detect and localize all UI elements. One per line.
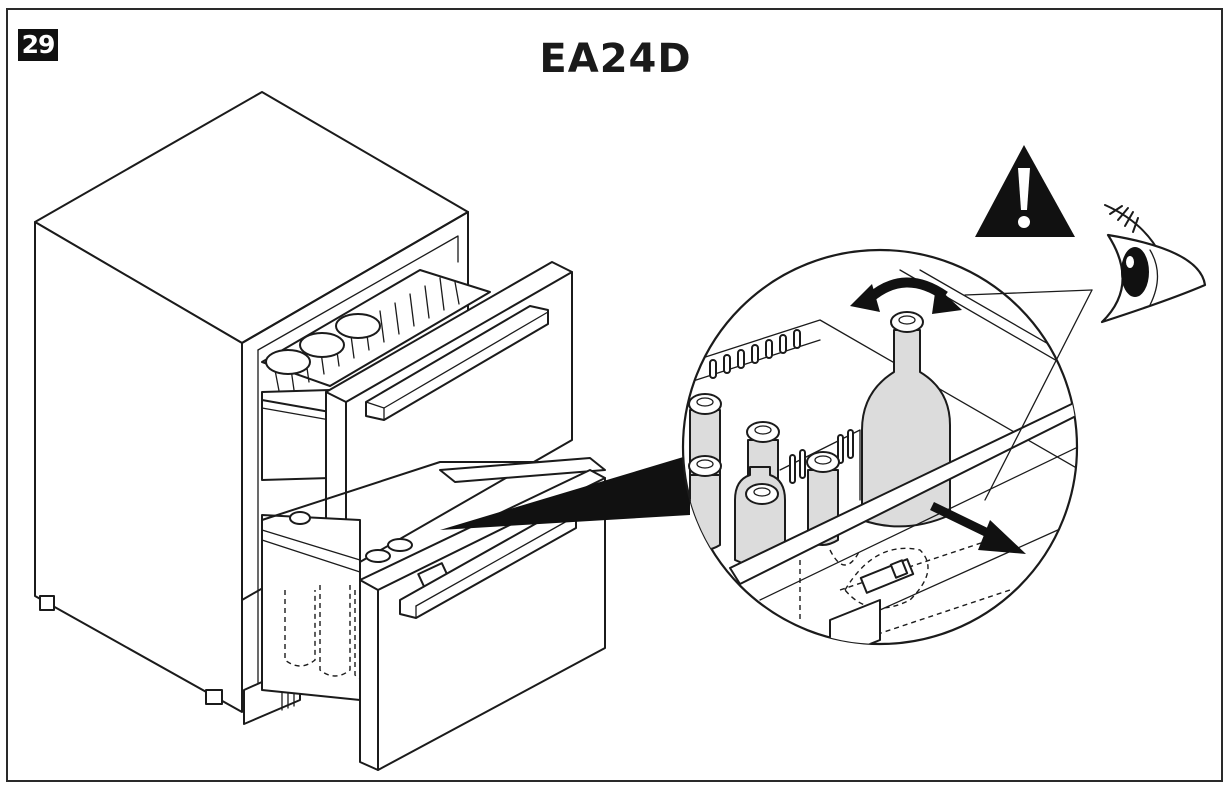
shelf-latch: [844, 547, 929, 609]
lower-bottle-top: [365, 549, 391, 563]
shelf-front-rail: [729, 399, 1077, 585]
warning-triangle-icon: [975, 145, 1075, 237]
upper-drawer-handle: [365, 305, 549, 421]
upper-bottles: [265, 313, 381, 375]
cabinet-side: [34, 221, 243, 713]
upper-drawer: [261, 261, 573, 571]
eye-icon: [1100, 204, 1207, 324]
lower-drawer-top-trim: [439, 457, 606, 483]
sight-line: [964, 289, 1093, 296]
basket-slots: [709, 329, 801, 379]
pull-arrow-icon: [930, 501, 1026, 554]
cabinet-foot: [205, 689, 223, 705]
lower-drawer: [261, 457, 606, 771]
step-number-badge: 29: [18, 29, 58, 61]
cabinet-foot: [39, 595, 55, 611]
lower-bottle-top: [387, 538, 413, 552]
upper-drawer-side: [261, 389, 331, 481]
rotate-arrow-icon: [850, 277, 962, 314]
detail-magnifier: [681, 248, 1093, 646]
sight-line: [984, 289, 1093, 501]
model-title: EA24D: [539, 36, 692, 82]
lower-drawer-side: [261, 514, 361, 701]
lower-bottle-top: [289, 511, 311, 525]
callout-pointer: [440, 455, 690, 530]
lower-rail-end: [829, 599, 881, 644]
divider-slots: [789, 429, 854, 484]
